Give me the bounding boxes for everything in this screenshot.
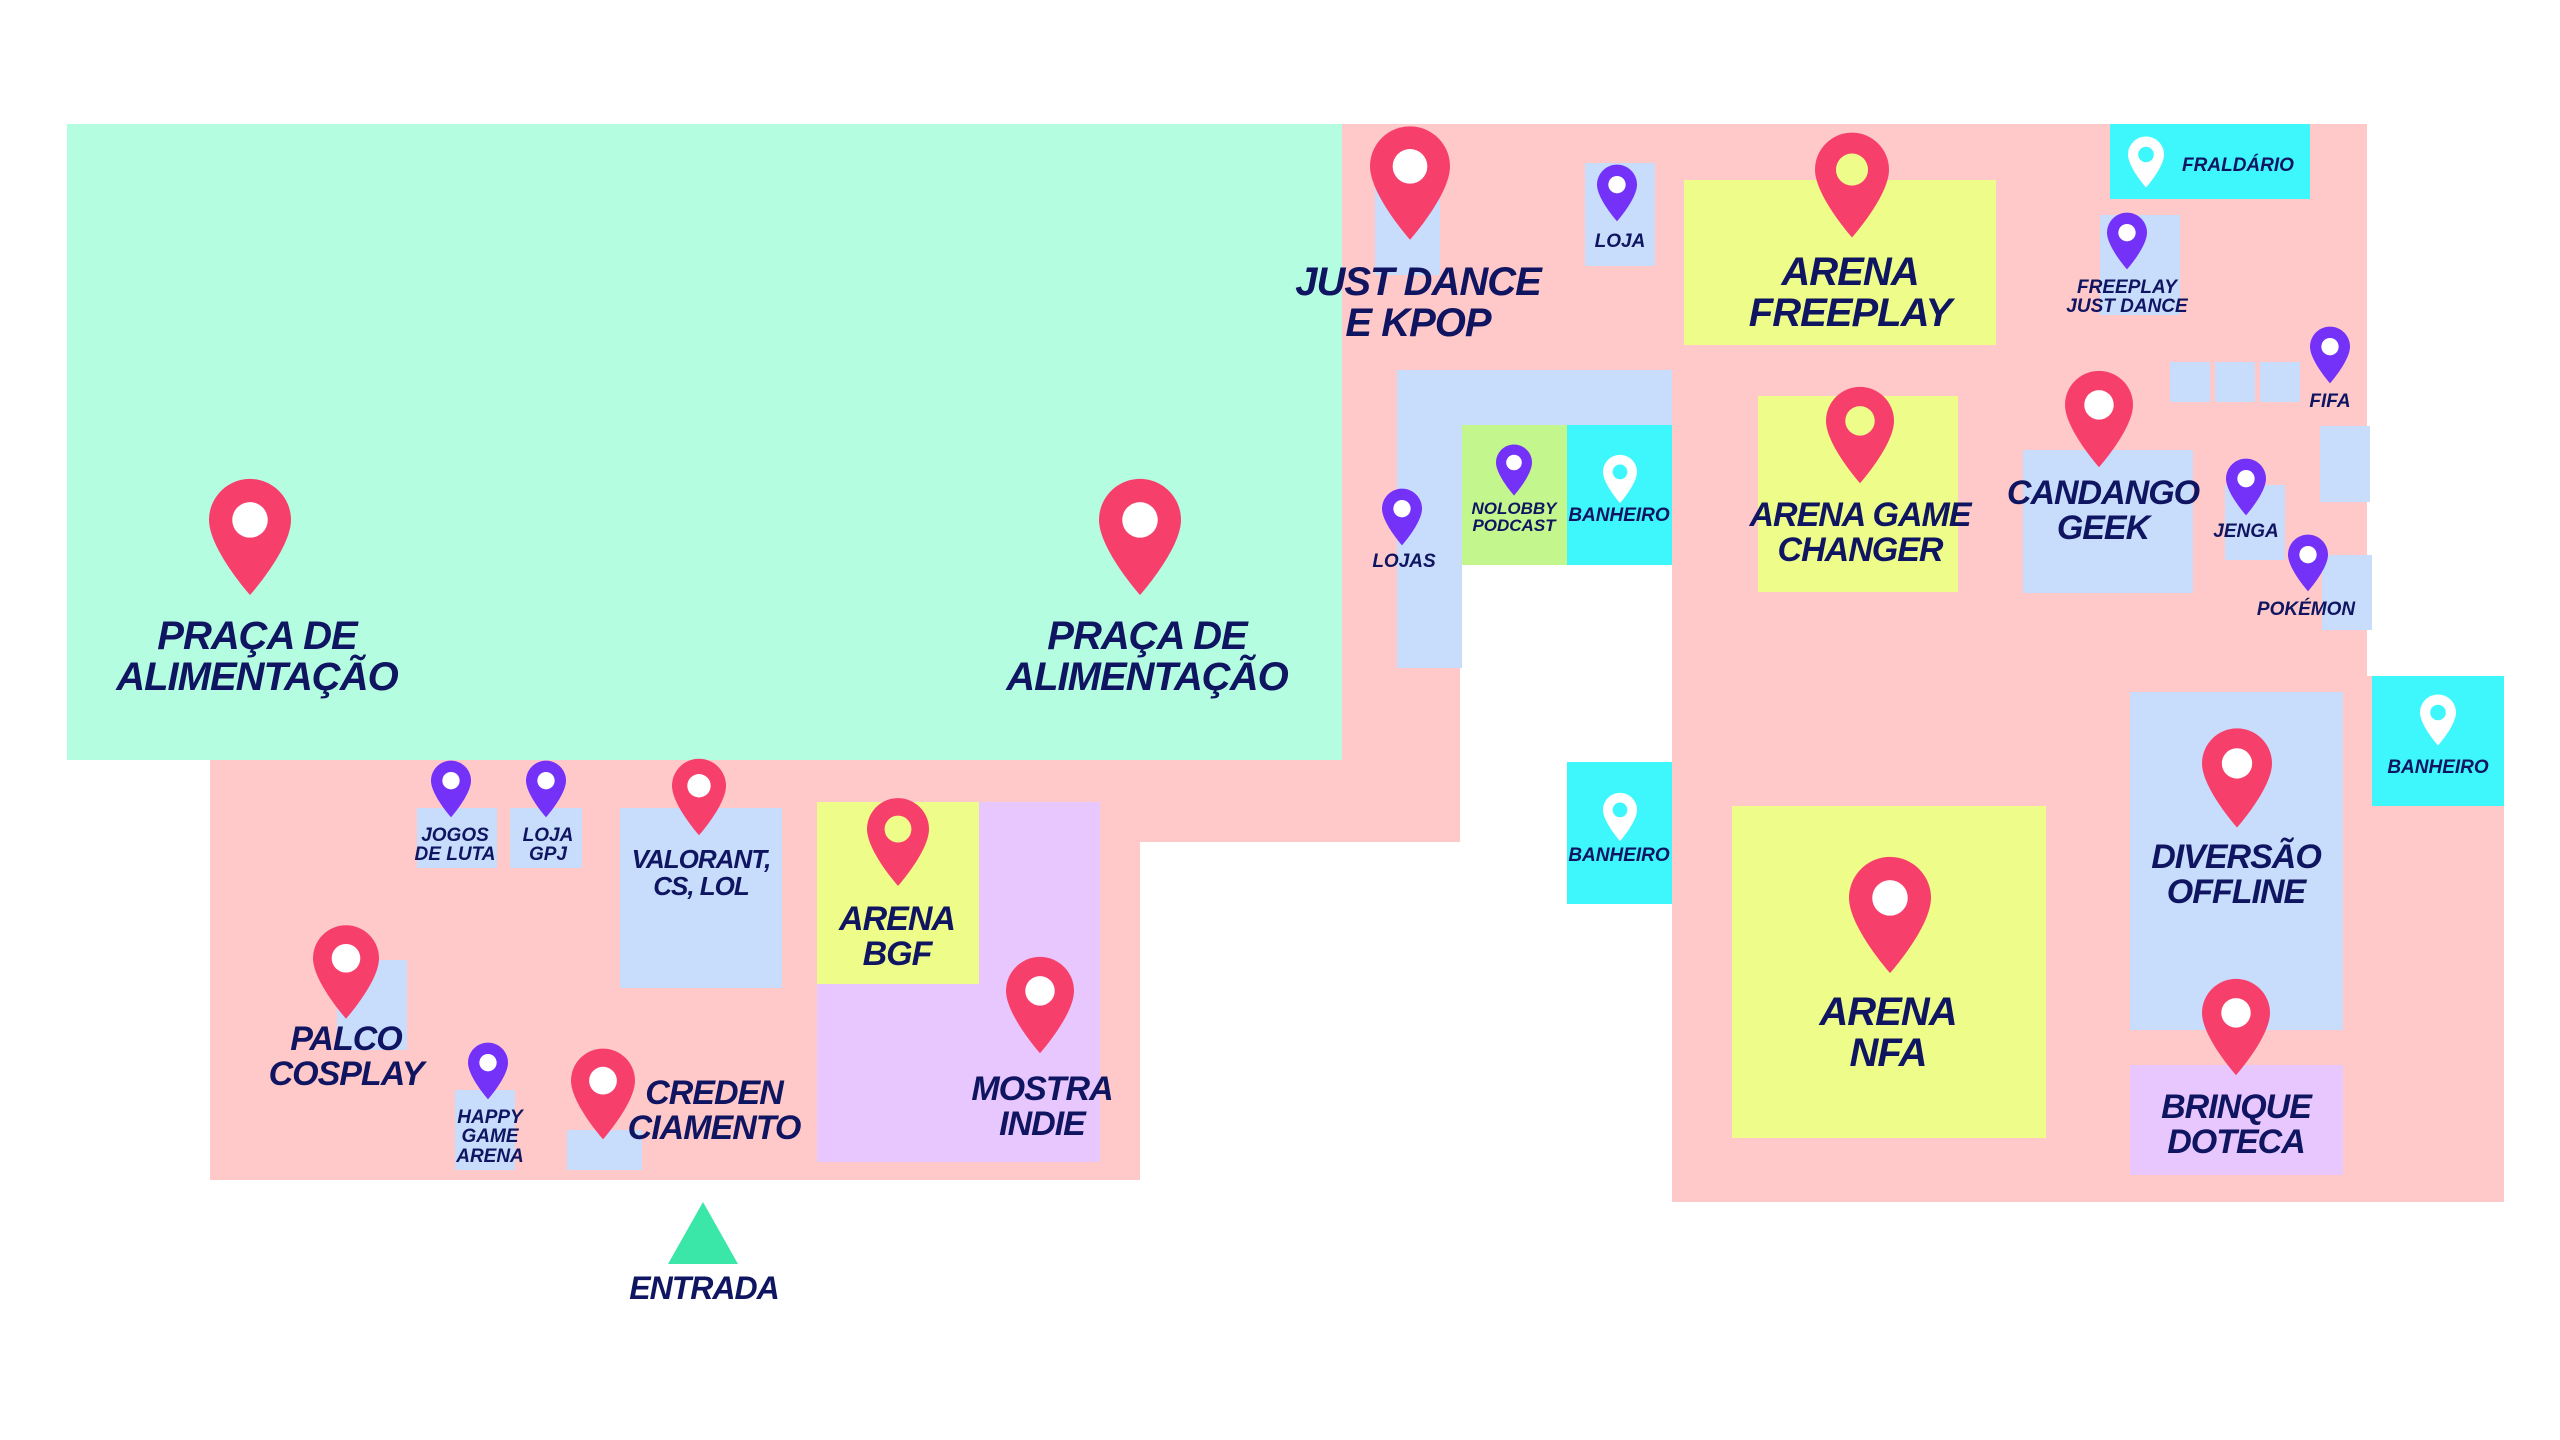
brinquedoteca-block xyxy=(2130,1065,2343,1175)
fraldario-label: FRALDÁRIO xyxy=(2182,155,2294,176)
arena-game-changer-label: ARENA GAME CHANGER xyxy=(1749,496,1971,569)
map-pin-icon[interactable] xyxy=(2065,370,2133,468)
map-pin-icon[interactable] xyxy=(1603,454,1637,504)
praca-label-2: PRAÇA DE ALIMENTAÇÃO xyxy=(1006,614,1289,699)
small-booth-1 xyxy=(2170,362,2210,402)
jogos-de-luta-booth xyxy=(417,808,497,868)
banheiro-label-1: BANHEIRO xyxy=(1568,505,1670,526)
map-pin-icon[interactable] xyxy=(313,924,379,1020)
map-pin-icon[interactable] xyxy=(1006,956,1074,1054)
banheiro-label-3: BANHEIRO xyxy=(1568,845,1670,866)
map-pin-icon[interactable] xyxy=(526,760,566,818)
just-dance-label: JUST DANCE E KPOP xyxy=(1295,260,1542,345)
pokemon-label: POKÉMON xyxy=(2256,599,2356,620)
map-pin-icon[interactable] xyxy=(1099,478,1181,596)
pokemon-booth xyxy=(2322,555,2372,630)
palco-cosplay-label: PALCO COSPLAY xyxy=(268,1020,425,1093)
mostra-indie-label: MOSTRA INDIE xyxy=(971,1070,1113,1143)
map-pin-icon[interactable] xyxy=(2288,534,2328,592)
map-pin-icon[interactable] xyxy=(431,760,471,818)
candango-geek-block xyxy=(2023,450,2193,593)
entrada-label: ENTRADA xyxy=(629,1270,779,1306)
valorant-label: VALORANT, CS, LOL xyxy=(631,844,772,901)
map-pin-icon[interactable] xyxy=(1370,124,1450,242)
map-pin-icon[interactable] xyxy=(1382,488,1422,546)
nolobby-podcast-label: NOLOBBY PODCAST xyxy=(1471,499,1557,536)
happy-game-arena-label: HAPPY GAME ARENA xyxy=(456,1107,524,1167)
arena-freeplay-label: ARENA FREEPLAY xyxy=(1748,250,1952,335)
diversao-offline-label: DIVERSÃO OFFLINE xyxy=(2151,838,2322,911)
map-pin-icon[interactable] xyxy=(2202,728,2272,828)
brinquedoteca-label: BRINQUE DOTECA xyxy=(2161,1088,2312,1161)
map-pin-icon[interactable] xyxy=(1496,444,1532,496)
arena-bgf-label: ARENA BGF xyxy=(839,900,956,973)
map-pin-icon[interactable] xyxy=(571,1048,635,1140)
hall-left-connector xyxy=(1140,760,1460,842)
map-pin-icon[interactable] xyxy=(2420,694,2456,746)
map-pin-icon[interactable] xyxy=(1815,132,1889,238)
credenciamento-label: CREDEN CIAMENTO xyxy=(627,1074,802,1147)
small-booth-2 xyxy=(2215,362,2255,402)
jenga-label: JENGA xyxy=(2213,521,2279,542)
map-pin-icon[interactable] xyxy=(1826,386,1894,484)
loja-label: LOJA xyxy=(1594,231,1646,252)
happy-game-arena-booth xyxy=(455,1090,515,1170)
fifa-booth xyxy=(2320,426,2370,502)
candango-geek-label: CANDANGO GEEK xyxy=(2006,474,2200,547)
map-pin-icon[interactable] xyxy=(2226,458,2266,516)
map-pin-icon[interactable] xyxy=(867,796,929,888)
loja-gpj-label: LOJA GPJ xyxy=(522,825,574,866)
map-pin-icon[interactable] xyxy=(1849,856,1931,974)
banheiro-label-2: BANHEIRO xyxy=(2387,757,2489,778)
map-pin-icon[interactable] xyxy=(468,1042,508,1100)
loja-gpj-booth xyxy=(510,808,582,868)
map-pin-icon[interactable] xyxy=(2107,212,2147,270)
arena-nfa-label: ARENA NFA xyxy=(1819,990,1957,1075)
small-booth-3 xyxy=(2260,362,2300,402)
map-pin-icon[interactable] xyxy=(2202,978,2270,1076)
lojas-label: LOJAS xyxy=(1372,551,1436,572)
valorant-block xyxy=(620,808,782,988)
map-pin-icon[interactable] xyxy=(209,478,291,596)
praca-label-1: PRAÇA DE ALIMENTAÇÃO xyxy=(116,614,399,699)
map-pin-icon[interactable] xyxy=(1603,792,1637,842)
freeplay-just-dance-label: FREEPLAY JUST DANCE xyxy=(2066,277,2188,318)
jogos-de-luta-label: JOGOS DE LUTA xyxy=(414,825,496,866)
food-court-area xyxy=(67,124,1342,760)
map-pin-icon[interactable] xyxy=(1597,164,1637,222)
fifa-label: FIFA xyxy=(2309,391,2351,412)
map-pin-icon[interactable] xyxy=(2310,326,2350,384)
map-pin-icon[interactable] xyxy=(672,758,726,836)
map-pin-icon[interactable] xyxy=(2128,136,2164,188)
triangle-icon[interactable] xyxy=(668,1202,738,1269)
